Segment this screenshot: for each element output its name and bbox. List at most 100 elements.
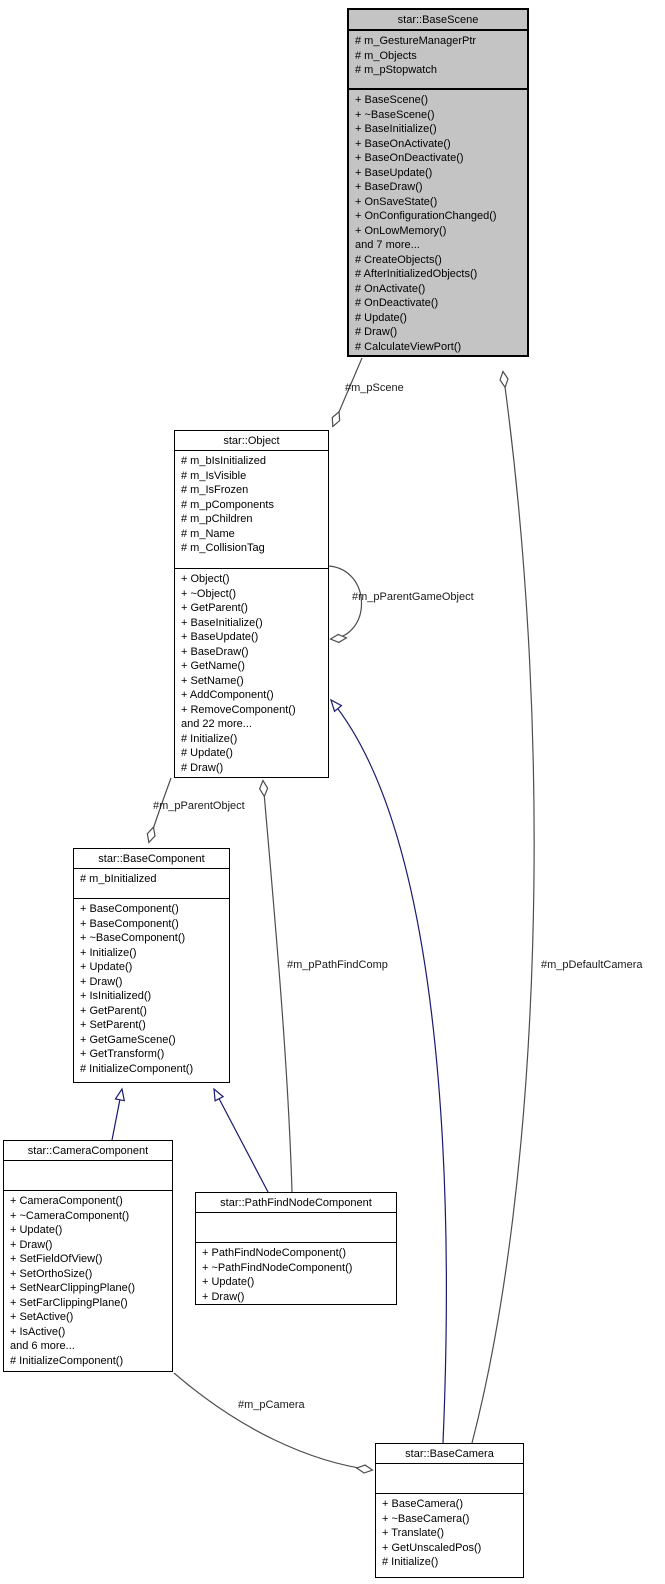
methods-section-basescene: + BaseScene() + ~BaseScene() + BaseInitial… — [349, 90, 527, 355]
methods-section-object: + Object() + ~Object() + GetParent() + Base… — [175, 569, 328, 777]
member-row: # Draw() — [181, 761, 224, 774]
member-row: + BaseInitialize() — [181, 616, 263, 629]
edge-label-m-pscene: #m_pScene — [345, 382, 404, 394]
member-row: + BaseDraw() — [355, 181, 423, 193]
class-title-object[interactable]: star::Object — [175, 431, 328, 451]
edge-inherit-basecamera-object — [331, 700, 447, 1444]
member-row: + OnConfigurationChanged() — [355, 210, 497, 222]
member-row: + SetName() — [181, 674, 244, 687]
methods-section-cameracomponent: + CameraComponent()+ ~CameraComponent()+… — [4, 1191, 172, 1371]
member-row: and 6 more... — [10, 1340, 75, 1352]
member-row: + IsActive() — [10, 1325, 66, 1338]
edge-label-m-ppathfindcomp: #m_pPathFindComp — [287, 959, 388, 971]
member-row: # InitializeComponent() — [10, 1354, 124, 1367]
member-row: # Initialize() — [181, 732, 238, 745]
member-row: # m_IsFrozen — [181, 484, 249, 496]
member-row: + IsInitialized() — [80, 990, 152, 1002]
edge-label-m-pparentobject: #m_pParentObject — [153, 800, 245, 812]
class-box-object[interactable]: star::Object # m_bIsInitialized# m_IsVis… — [174, 430, 329, 778]
member-row: + GetName() — [181, 660, 245, 672]
edge-label-m-pdefaultcamera: #m_pDefaultCamera — [541, 959, 643, 971]
class-box-cameracomponent[interactable]: star::CameraComponent + CameraComponent(… — [3, 1140, 173, 1372]
member-row: + Update() — [80, 961, 133, 973]
class-title-basecamera[interactable]: star::BaseCamera — [376, 1444, 523, 1464]
class-title-basescene[interactable]: star::BaseScene — [349, 10, 527, 31]
member-row: + BaseUpdate() — [181, 631, 259, 643]
member-row: + GetParent() — [80, 1004, 147, 1017]
member-row: # m_pComponents — [181, 498, 274, 511]
class-title-cameracomponent[interactable]: star::CameraComponent — [4, 1141, 172, 1161]
member-row: + ~Object() — [181, 587, 237, 600]
class-box-pathfindnodecomponent[interactable]: star::PathFindNodeComponent + PathFindNo… — [195, 1192, 397, 1305]
member-row: + Draw() — [80, 975, 123, 988]
member-row: + Update() — [10, 1224, 63, 1236]
member-row: + ~BaseComponent() — [80, 932, 186, 944]
member-row: + GetTransform() — [80, 1048, 165, 1060]
edge-m-ppathfindcomp — [263, 781, 293, 1193]
member-row: + BaseCamera() — [382, 1498, 464, 1510]
member-row: + AddComponent() — [181, 689, 274, 701]
member-row: # m_bInitialized — [80, 873, 157, 885]
member-row: + BaseScene() — [355, 94, 429, 106]
member-row: # m_bIsInitialized — [181, 455, 266, 467]
attributes-section-basescene: # m_GestureManagerPtr # m_Objects # m_pSto… — [349, 31, 527, 90]
methods-section-pathfindnodecomponent: + PathFindNodeComponent() + ~PathFindNode… — [196, 1243, 396, 1304]
member-row: + BaseOnDeactivate() — [355, 152, 464, 164]
member-row: # m_pChildren — [181, 513, 253, 525]
methods-section-basecamera: + BaseCamera() + ~BaseCamera() + Translate… — [376, 1494, 523, 1577]
member-row: + BaseOnActivate() — [355, 137, 451, 150]
member-row: + SetNearClippingPlane() — [10, 1282, 136, 1294]
member-row: + SetActive() — [10, 1311, 74, 1323]
member-row: # Update() — [355, 311, 407, 324]
member-row: + Update() — [202, 1276, 255, 1288]
member-row: # CalculateViewPort() — [355, 340, 462, 353]
member-row: + BaseInitialize() — [355, 123, 437, 135]
member-row: + PathFindNodeComponent() — [202, 1247, 346, 1259]
class-box-basecamera[interactable]: star::BaseCamera + BaseCamera()+ ~BaseCa… — [375, 1443, 524, 1578]
edge-inherit-pathfindnode-basecomponent — [214, 1089, 269, 1193]
class-box-basecomponent[interactable]: star::BaseComponent # m_bInitialized + B… — [73, 848, 230, 1083]
member-row: + BaseComponent() — [80, 903, 179, 915]
attributes-section-basecamera — [376, 1464, 523, 1494]
member-row: # m_GestureManagerPtr — [355, 35, 477, 47]
member-row: + SetFarClippingPlane() — [10, 1296, 128, 1309]
member-row: + OnLowMemory() — [355, 224, 447, 237]
methods-section-basecomponent: + BaseComponent() + BaseComponent() + ~Bas… — [74, 899, 229, 1082]
member-row: # m_CollisionTag — [181, 542, 265, 554]
attributes-section-pathfindnodecomponent — [196, 1213, 396, 1243]
member-row: + SetParent() — [80, 1019, 146, 1031]
member-row: + OnSaveState() — [355, 195, 438, 208]
member-row: + Draw() — [10, 1238, 53, 1251]
member-row: # m_pStopwatch — [355, 64, 437, 76]
member-row: + SetFieldOfView() — [10, 1253, 103, 1265]
member-row: + Translate() — [382, 1527, 445, 1539]
member-row: # OnActivate() — [355, 282, 426, 295]
member-row: # m_Objects — [355, 49, 417, 62]
member-row: # Draw() — [355, 326, 398, 338]
member-row: + GetParent() — [181, 602, 248, 614]
member-row: + BaseUpdate() — [355, 166, 433, 179]
member-row: # AfterInitializedObjects() — [355, 268, 478, 280]
edge-label-m-pcamera: #m_pCamera — [238, 1399, 305, 1411]
member-row: + ~BaseScene() — [355, 108, 435, 121]
member-row: # CreateObjects() — [355, 253, 442, 266]
class-box-basescene[interactable]: star::BaseScene # m_GestureManagerPtr# m… — [347, 8, 529, 357]
member-row: # m_IsVisible — [181, 469, 247, 482]
class-title-pathfindnodecomponent[interactable]: star::PathFindNodeComponent — [196, 1193, 396, 1213]
member-row: + ~PathFindNodeComponent() — [202, 1261, 353, 1274]
class-title-basecomponent[interactable]: star::BaseComponent — [74, 849, 229, 869]
edge-label-m-pparentgameobject: #m_pParentGameObject — [352, 591, 474, 603]
member-row: + Initialize() — [80, 946, 137, 959]
member-row: + BaseComponent() — [80, 917, 179, 930]
member-row: + CameraComponent() — [10, 1195, 123, 1207]
member-row: + Draw() — [202, 1290, 245, 1303]
member-row: + Object() — [181, 573, 230, 585]
edge-inherit-cameracomponent-basecomponent — [111, 1089, 122, 1141]
member-row: + ~BaseCamera() — [382, 1512, 470, 1525]
attributes-section-basecomponent: # m_bInitialized — [74, 869, 229, 899]
member-row: + SetOrthoSize() — [10, 1267, 93, 1280]
edge-m-pdefaultcamera — [471, 372, 535, 1444]
member-row: + GetGameScene() — [80, 1033, 176, 1046]
edge-m-pcamera — [173, 1372, 372, 1470]
